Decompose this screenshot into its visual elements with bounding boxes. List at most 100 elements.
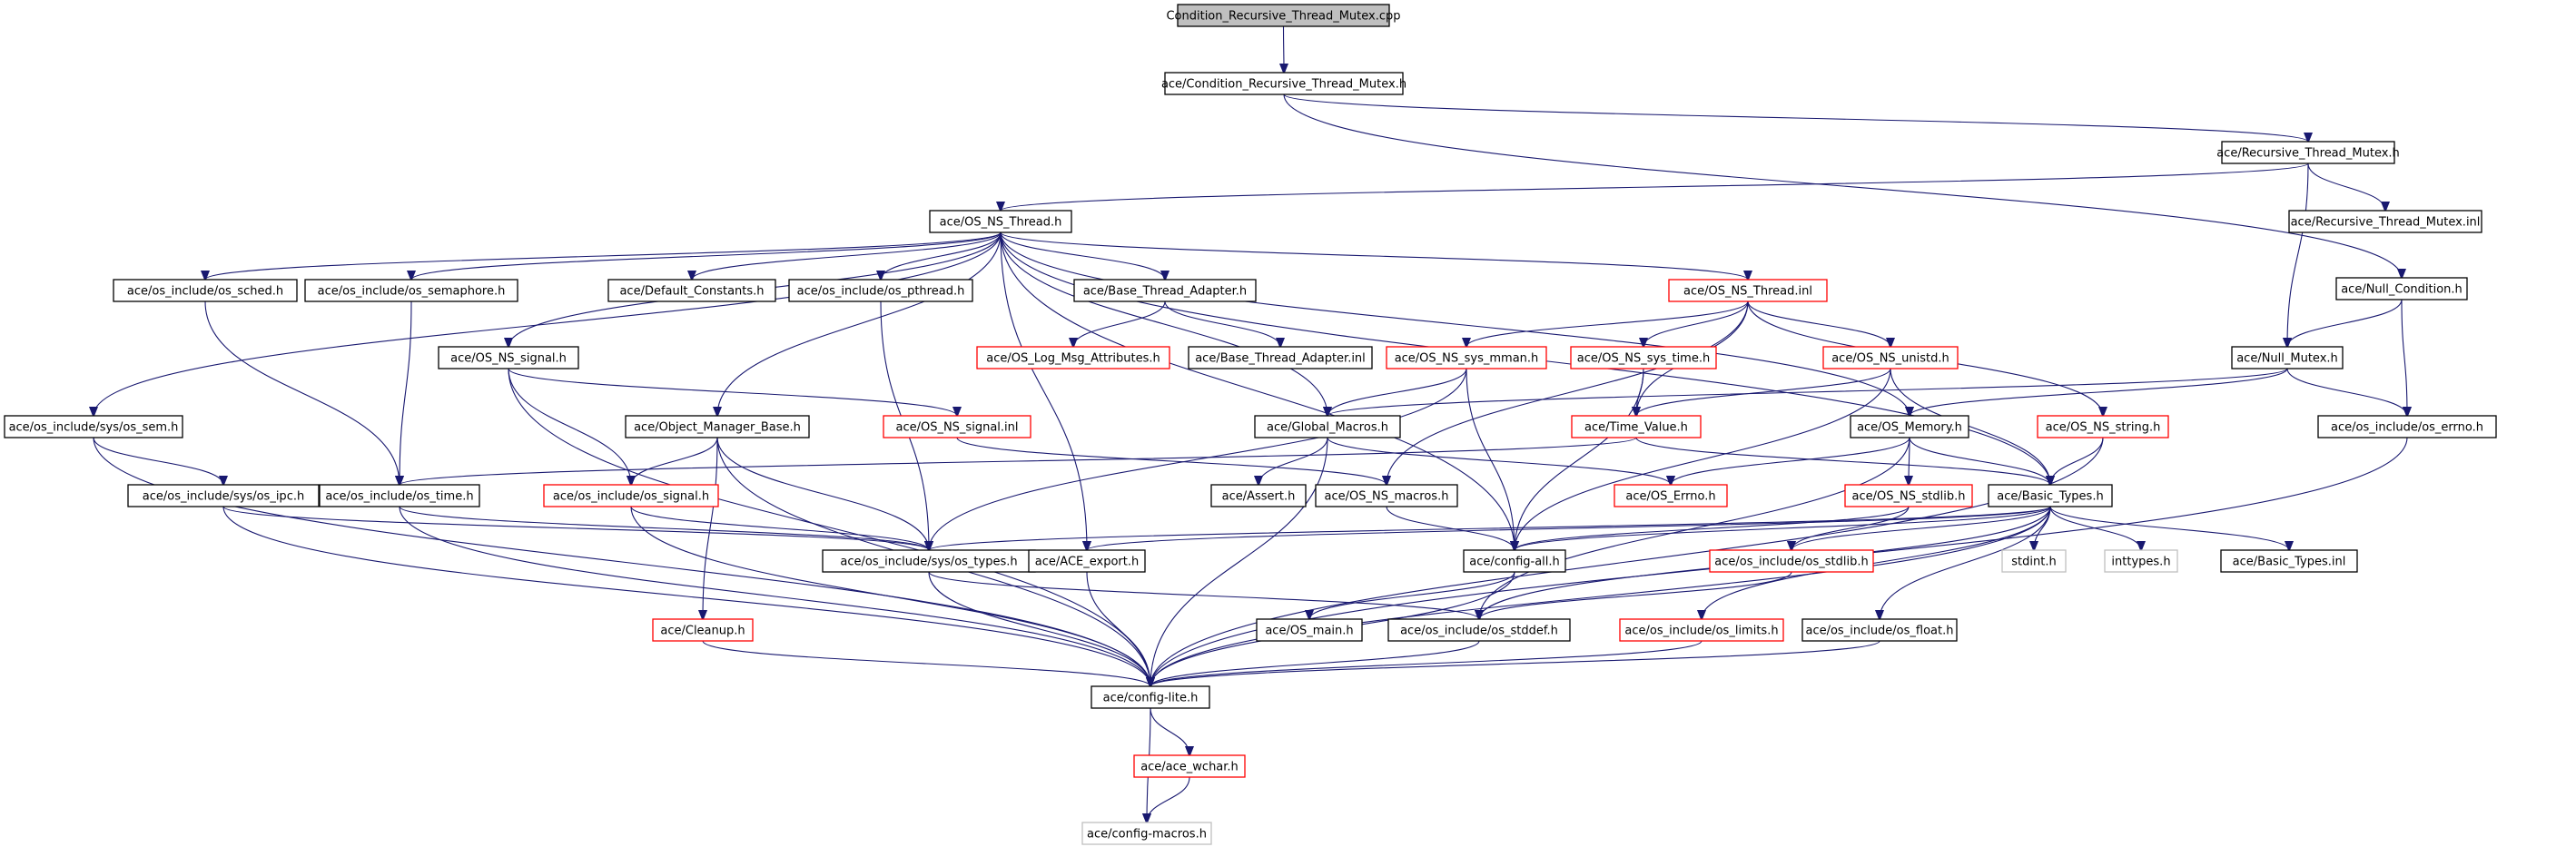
edge-rtm-h-to-rtm-inl xyxy=(2307,163,2385,211)
node-bta-inl[interactable]: ace/Base_Thread_Adapter.inl xyxy=(1188,346,1373,369)
edge-os-time-to-config-lite xyxy=(399,506,1150,686)
node-cleanup[interactable]: ace/Cleanup.h xyxy=(652,618,754,642)
node-box xyxy=(1844,484,1973,507)
node-os-ns-stdlib[interactable]: ace/OS_NS_stdlib.h xyxy=(1844,484,1973,507)
node-basic-types-inl[interactable]: ace/Basic_Types.inl xyxy=(2220,549,2358,573)
edge-os-ns-thread-to-bta-h xyxy=(1000,231,1165,280)
edge-basic-types-to-config-all xyxy=(1515,506,2051,550)
node-sched[interactable]: ace/os_include/os_sched.h xyxy=(113,279,298,302)
node-os-memory[interactable]: ace/OS_Memory.h xyxy=(1850,415,1969,438)
node-label: ace/os_include/sys/os_types.h xyxy=(840,556,1017,569)
edge-sys-ipc-to-sys-types xyxy=(222,506,929,550)
node-crtm-h[interactable]: ace/Condition_Recursive_Thread_Mutex.h xyxy=(1161,72,1406,95)
node-box xyxy=(2335,277,2468,300)
node-os-errno[interactable]: ace/os_include/os_errno.h xyxy=(2317,415,2497,438)
node-root[interactable]: Condition_Recursive_Thread_Mutex.cpp xyxy=(1166,4,1401,27)
node-inttypes[interactable]: inttypes.h xyxy=(2104,549,2178,573)
edge-os-ns-thread-to-global-macros xyxy=(1000,231,1327,416)
node-box xyxy=(822,549,1036,573)
node-os-ns-macros[interactable]: ace/OS_NS_macros.h xyxy=(1315,484,1458,507)
node-sys-mman[interactable]: ace/OS_NS_sys_mman.h xyxy=(1386,346,1547,369)
edge-rtm-h-to-os-ns-thread xyxy=(1001,163,2309,211)
edge-os-ns-thread-to-pthread xyxy=(881,231,1002,280)
edge-basic-types-to-ace-export xyxy=(1087,506,2051,550)
node-os-stddef[interactable]: ace/os_include/os_stddef.h xyxy=(1387,618,1571,642)
node-log-msg-attr[interactable]: ace/OS_Log_Msg_Attributes.h xyxy=(976,346,1170,369)
edge-unistd-to-basic-types xyxy=(1890,368,2050,485)
node-sys-ipc[interactable]: ace/os_include/sys/os_ipc.h xyxy=(127,484,320,507)
node-os-signal[interactable]: ace/os_include/os_signal.h xyxy=(543,484,719,507)
node-box xyxy=(319,484,480,507)
edge-os-ns-signal-inl-to-os-ns-macros xyxy=(956,437,1387,485)
edge-global-macros-to-config-lite xyxy=(1150,437,1328,686)
node-os-ns-thread[interactable]: ace/OS_NS_Thread.h xyxy=(929,210,1072,233)
edge-os-ns-thread-to-ace-export xyxy=(1000,231,1087,550)
node-box xyxy=(1570,346,1717,369)
edge-os-memory-to-os-stddef xyxy=(1479,437,1910,619)
node-null-mutex[interactable]: ace/Null_Mutex.h xyxy=(2231,346,2344,369)
node-os-float[interactable]: ace/os_include/os_float.h xyxy=(1801,618,1958,642)
node-box xyxy=(1822,346,1959,369)
node-bta-h[interactable]: ace/Base_Thread_Adapter.h xyxy=(1073,279,1257,302)
node-os-ns-signal-inl[interactable]: ace/OS_NS_signal.inl xyxy=(883,415,1031,438)
node-default-const[interactable]: ace/Default_Constants.h xyxy=(607,279,776,302)
node-os-ns-thread-inl[interactable]: ace/OS_NS_Thread.inl xyxy=(1668,279,1828,302)
node-sys-sem[interactable]: ace/os_include/sys/os_sem.h xyxy=(4,415,183,438)
node-config-macros[interactable]: ace/config-macros.h xyxy=(1081,822,1212,845)
node-sys-types[interactable]: ace/os_include/sys/os_types.h xyxy=(822,549,1036,573)
node-ace-export[interactable]: ace/ACE_export.h xyxy=(1028,549,1146,573)
node-rtm-inl[interactable]: ace/Recursive_Thread_Mutex.inl xyxy=(2288,210,2482,233)
node-box xyxy=(2231,346,2344,369)
node-omb[interactable]: ace/Object_Manager_Base.h xyxy=(625,415,810,438)
node-os-ns-signal-h[interactable]: ace/OS_NS_signal.h xyxy=(438,346,579,369)
node-label: ace/Condition_Recursive_Thread_Mutex.h xyxy=(1161,78,1406,92)
edge-sys-types-to-os-stddef xyxy=(928,571,1479,619)
nodes-layer: Condition_Recursive_Thread_Mutex.cpp ace/… xyxy=(4,4,2497,845)
node-box xyxy=(1571,415,1702,438)
node-label: ace/os_include/os_semaphore.h xyxy=(318,285,506,299)
node-box xyxy=(1614,484,1728,507)
node-os-errno-ace[interactable]: ace/OS_Errno.h xyxy=(1614,484,1728,507)
node-label: ace/ace_wchar.h xyxy=(1140,761,1239,774)
edge-os-signal-to-config-lite xyxy=(630,506,1150,686)
node-ace-wchar[interactable]: ace/ace_wchar.h xyxy=(1133,754,1246,778)
edge-crtm-h-to-null-cond xyxy=(1283,94,2402,278)
node-label: ace/OS_NS_macros.h xyxy=(1325,490,1449,504)
node-os-main[interactable]: ace/OS_main.h xyxy=(1256,618,1363,642)
node-label: ace/OS_NS_sys_mman.h xyxy=(1395,352,1539,366)
node-config-all[interactable]: ace/config-all.h xyxy=(1463,549,1566,573)
edge-ace-export-to-config-lite xyxy=(1086,571,1150,686)
node-null-cond[interactable]: ace/Null_Condition.h xyxy=(2335,277,2468,300)
node-label: ace/Basic_Types.inl xyxy=(2233,556,2346,569)
node-rtm-h[interactable]: ace/Recursive_Thread_Mutex.h xyxy=(2216,141,2400,164)
node-os-stdlib[interactable]: ace/os_include/os_stdlib.h xyxy=(1709,549,1874,573)
edge-os-ns-thread-to-os-memory xyxy=(1000,231,1910,416)
node-box xyxy=(607,279,776,302)
node-semaphore[interactable]: ace/os_include/os_semaphore.h xyxy=(304,279,518,302)
node-os-ns-string[interactable]: ace/OS_NS_string.h xyxy=(2037,415,2169,438)
node-time-value[interactable]: ace/Time_Value.h xyxy=(1571,415,1702,438)
edge-os-ns-macros-to-config-all xyxy=(1386,506,1515,550)
node-unistd[interactable]: ace/OS_NS_unistd.h xyxy=(1822,346,1959,369)
edge-null-cond-to-os-errno xyxy=(2401,299,2407,416)
node-label: ace/os_include/os_sched.h xyxy=(127,285,283,299)
node-os-time[interactable]: ace/os_include/os_time.h xyxy=(319,484,480,507)
edge-os-ns-thread-to-default-const xyxy=(692,231,1002,280)
node-config-lite[interactable]: ace/config-lite.h xyxy=(1091,685,1210,709)
node-sys-time[interactable]: ace/OS_NS_sys_time.h xyxy=(1570,346,1717,369)
node-assert[interactable]: ace/Assert.h xyxy=(1210,484,1307,507)
node-box xyxy=(2288,210,2482,233)
node-os-limits[interactable]: ace/os_include/os_limits.h xyxy=(1619,618,1784,642)
node-label: ace/OS_NS_stdlib.h xyxy=(1852,490,1966,504)
edge-semaphore-to-os-time xyxy=(400,300,412,485)
node-pthread[interactable]: ace/os_include/os_pthread.h xyxy=(788,279,973,302)
node-label: ace/config-all.h xyxy=(1469,556,1560,569)
node-box xyxy=(883,415,1031,438)
node-box xyxy=(1850,415,1969,438)
node-label: ace/Null_Mutex.h xyxy=(2236,352,2338,366)
node-stdint[interactable]: stdint.h xyxy=(2001,549,2067,573)
node-global-macros[interactable]: ace/Global_Macros.h xyxy=(1254,415,1401,438)
node-box xyxy=(304,279,518,302)
edge-null-mutex-to-global-macros xyxy=(1327,368,2288,416)
node-basic-types[interactable]: ace/Basic_Types.h xyxy=(1988,484,2113,507)
